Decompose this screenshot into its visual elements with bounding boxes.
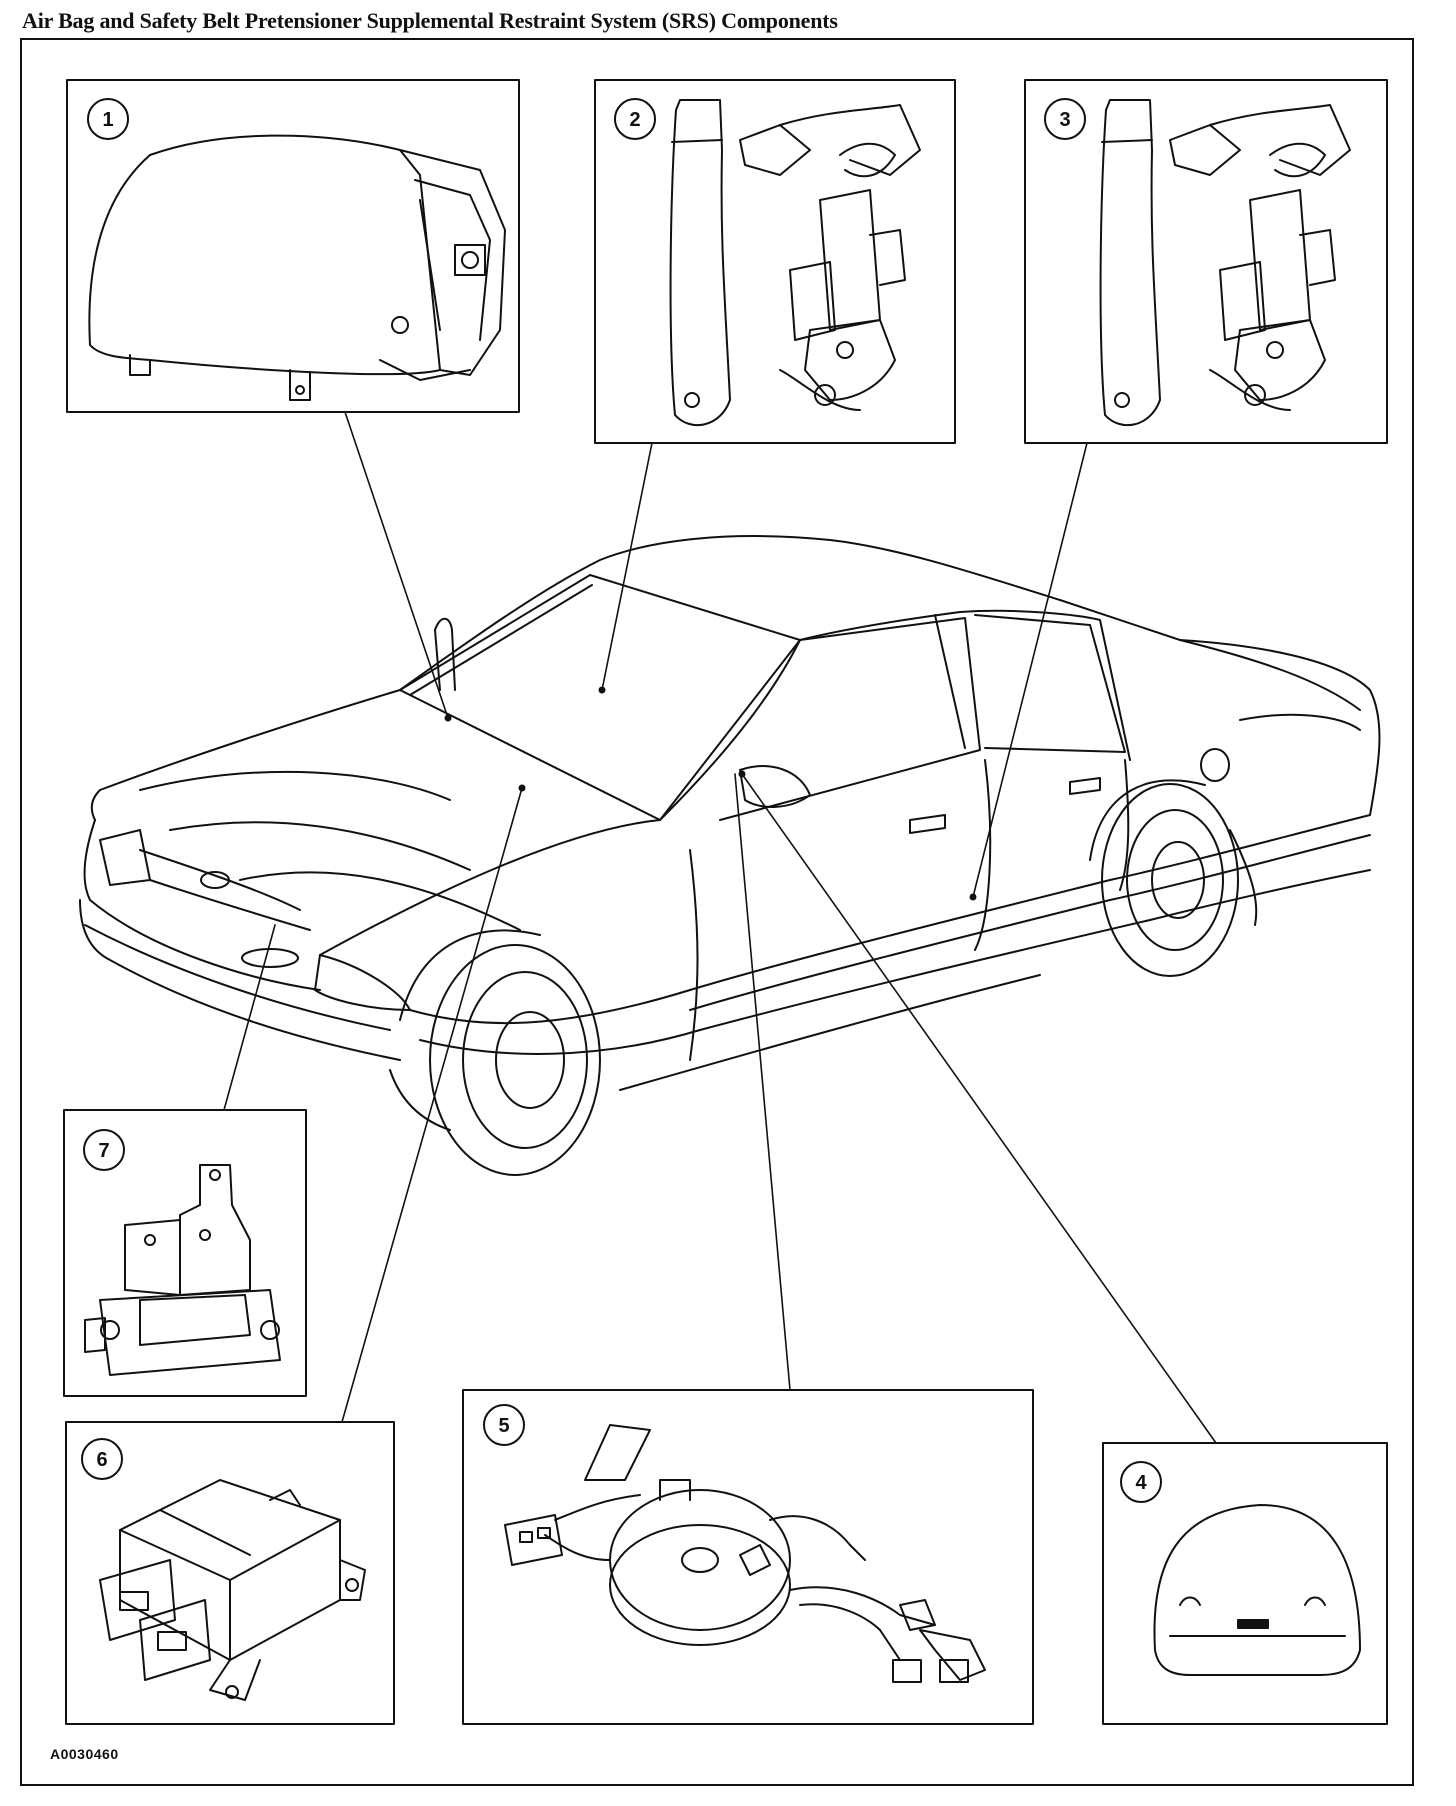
callout-number-1: 1: [102, 109, 113, 131]
callout-box-2: [594, 79, 956, 444]
callout-box-5: [462, 1389, 1034, 1725]
callout-number-5: 5: [498, 1415, 509, 1437]
callout-number-7: 7: [98, 1140, 109, 1162]
callout-box-7: [63, 1109, 307, 1397]
callout-numbers: 1 2 3 4 5 6 7: [96, 109, 1147, 1494]
vehicle-illustration: [79, 535, 1381, 1176]
page-title: Air Bag and Safety Belt Pretensioner Sup…: [22, 8, 838, 33]
callout-box-4: [1102, 1442, 1388, 1725]
callout-box-3: [1024, 79, 1388, 444]
leader-endpoints: [444, 686, 977, 901]
figure-code: A0030460: [50, 1746, 119, 1762]
callout-number-3: 3: [1059, 109, 1070, 131]
diagram-frame: [20, 38, 1414, 1786]
leader-lines: [223, 411, 1217, 1444]
callout-number-6: 6: [96, 1449, 107, 1471]
callout-number-4: 4: [1135, 1472, 1147, 1494]
callout-number-2: 2: [629, 109, 640, 131]
callout-box-1: [66, 79, 520, 413]
callout-box-6: [65, 1421, 395, 1725]
